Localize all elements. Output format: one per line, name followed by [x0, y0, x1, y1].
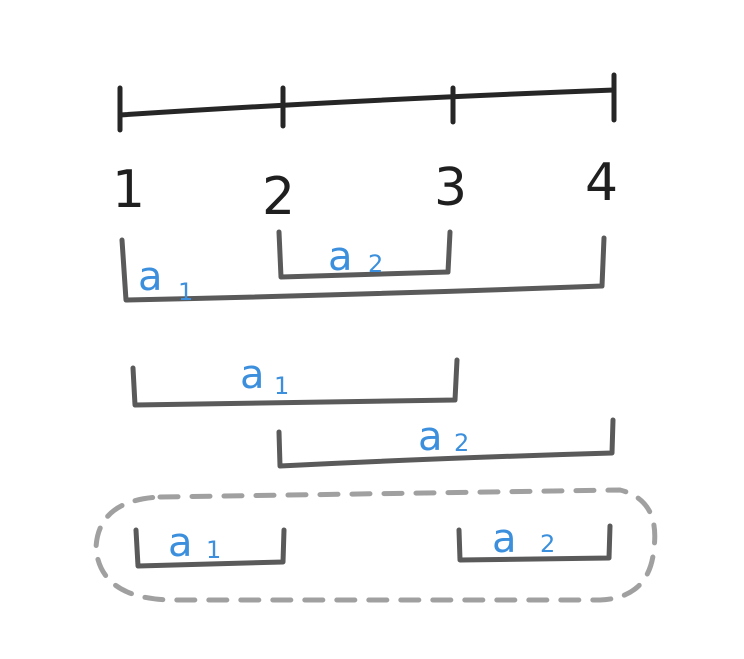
interval-a1-bracket [133, 527, 287, 569]
interval-a1-label: a [240, 352, 265, 398]
interval-a2-bracket [276, 417, 616, 469]
interval-a1-bracket [119, 235, 607, 303]
row-overlapping: a 1 a 2 [130, 352, 616, 469]
interval-a2-subscript: 2 [454, 429, 469, 457]
interval-a1-subscript: 1 [178, 278, 193, 306]
interval-a1-bracket [130, 357, 460, 408]
number-line-axis [117, 87, 617, 118]
tick-label-3: 3 [434, 158, 467, 218]
interval-a2-bracket [276, 229, 453, 280]
tick-label-2: 2 [262, 167, 295, 227]
tick-label-4: 4 [585, 153, 618, 213]
tick-label-1: 1 [112, 160, 145, 220]
interval-a2-label: a [492, 516, 517, 562]
interval-a1-subscript: 1 [274, 372, 289, 400]
interval-a1-label: a [138, 254, 163, 300]
interval-a2-label: a [328, 234, 353, 280]
interval-a2-subscript: 2 [368, 250, 383, 278]
row-nested: a 1 a 2 [119, 229, 607, 306]
interval-a1-subscript: 1 [206, 536, 221, 564]
interval-a2-subscript: 2 [540, 530, 555, 558]
interval-a2-label: a [418, 414, 443, 460]
number-line: 1 2 3 4 [112, 72, 618, 227]
interval-a2-bracket [456, 523, 613, 563]
row-disjoint: a 1 a 2 [93, 487, 658, 603]
interval-a1-label: a [168, 520, 193, 566]
